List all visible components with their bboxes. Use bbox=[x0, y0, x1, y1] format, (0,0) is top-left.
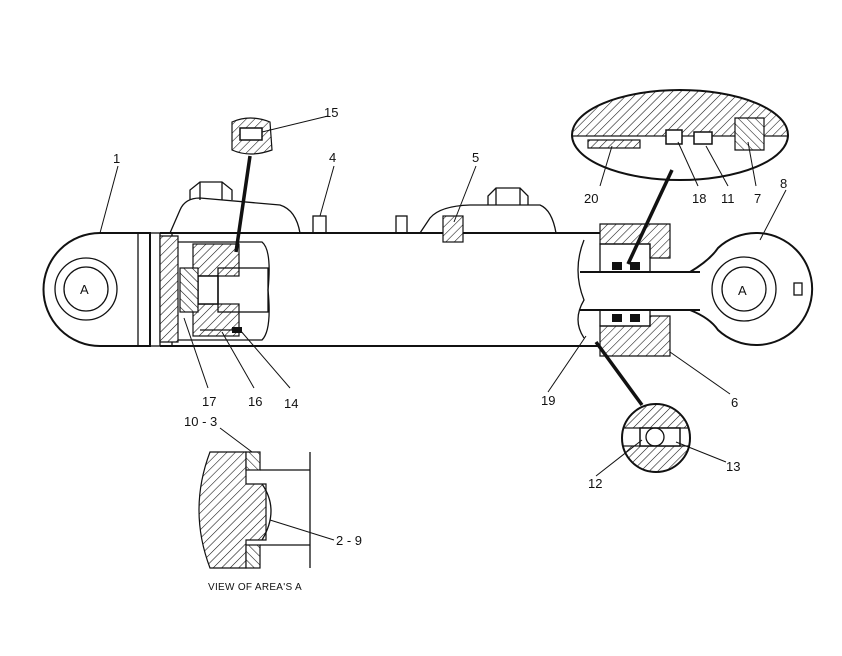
left-port-fitting bbox=[169, 181, 301, 234]
cylinder-rod bbox=[577, 239, 700, 339]
callout-6: 6 bbox=[731, 395, 738, 410]
left-eye-label: A bbox=[80, 282, 89, 297]
callout-8: 8 bbox=[780, 176, 787, 191]
callout-numbers: 1 4 5 15 8 20 18 11 7 17 16 14 19 6 13 1… bbox=[113, 105, 787, 548]
callout-18: 18 bbox=[692, 191, 706, 206]
callout-2-9: 2 - 9 bbox=[336, 533, 362, 548]
leader-lines bbox=[99, 115, 787, 477]
callout-7: 7 bbox=[754, 191, 761, 206]
callout-14: 14 bbox=[284, 396, 298, 411]
callout-15: 15 bbox=[324, 105, 338, 120]
left-rod-eye: A bbox=[42, 232, 161, 347]
guard-block-4 bbox=[312, 215, 408, 234]
callout-13: 13 bbox=[726, 459, 740, 474]
right-rod-eye: A bbox=[689, 232, 814, 346]
o-ring-detail-circle bbox=[594, 340, 691, 473]
plug-5 bbox=[442, 215, 464, 243]
callout-4: 4 bbox=[329, 150, 336, 165]
callout-5: 5 bbox=[472, 150, 479, 165]
callout-16: 16 bbox=[248, 394, 262, 409]
callout-17: 17 bbox=[202, 394, 216, 409]
callout-1: 1 bbox=[113, 151, 120, 166]
view-caption: VIEW OF AREA'S A bbox=[208, 582, 302, 593]
head-gland-6 bbox=[599, 223, 671, 357]
right-eye-label: A bbox=[738, 283, 747, 298]
cylinder-barrel bbox=[159, 232, 600, 347]
right-port-fitting bbox=[419, 187, 557, 234]
callout-19: 19 bbox=[541, 393, 555, 408]
callout-20: 20 bbox=[584, 191, 598, 206]
callout-11: 11 bbox=[721, 191, 735, 206]
piston-section bbox=[178, 241, 270, 341]
detail-15 bbox=[231, 117, 273, 253]
callout-10-3: 10 - 3 bbox=[184, 414, 217, 429]
view-of-areas-a: VIEW OF AREA'S A bbox=[198, 427, 335, 593]
callout-12: 12 bbox=[588, 476, 602, 491]
